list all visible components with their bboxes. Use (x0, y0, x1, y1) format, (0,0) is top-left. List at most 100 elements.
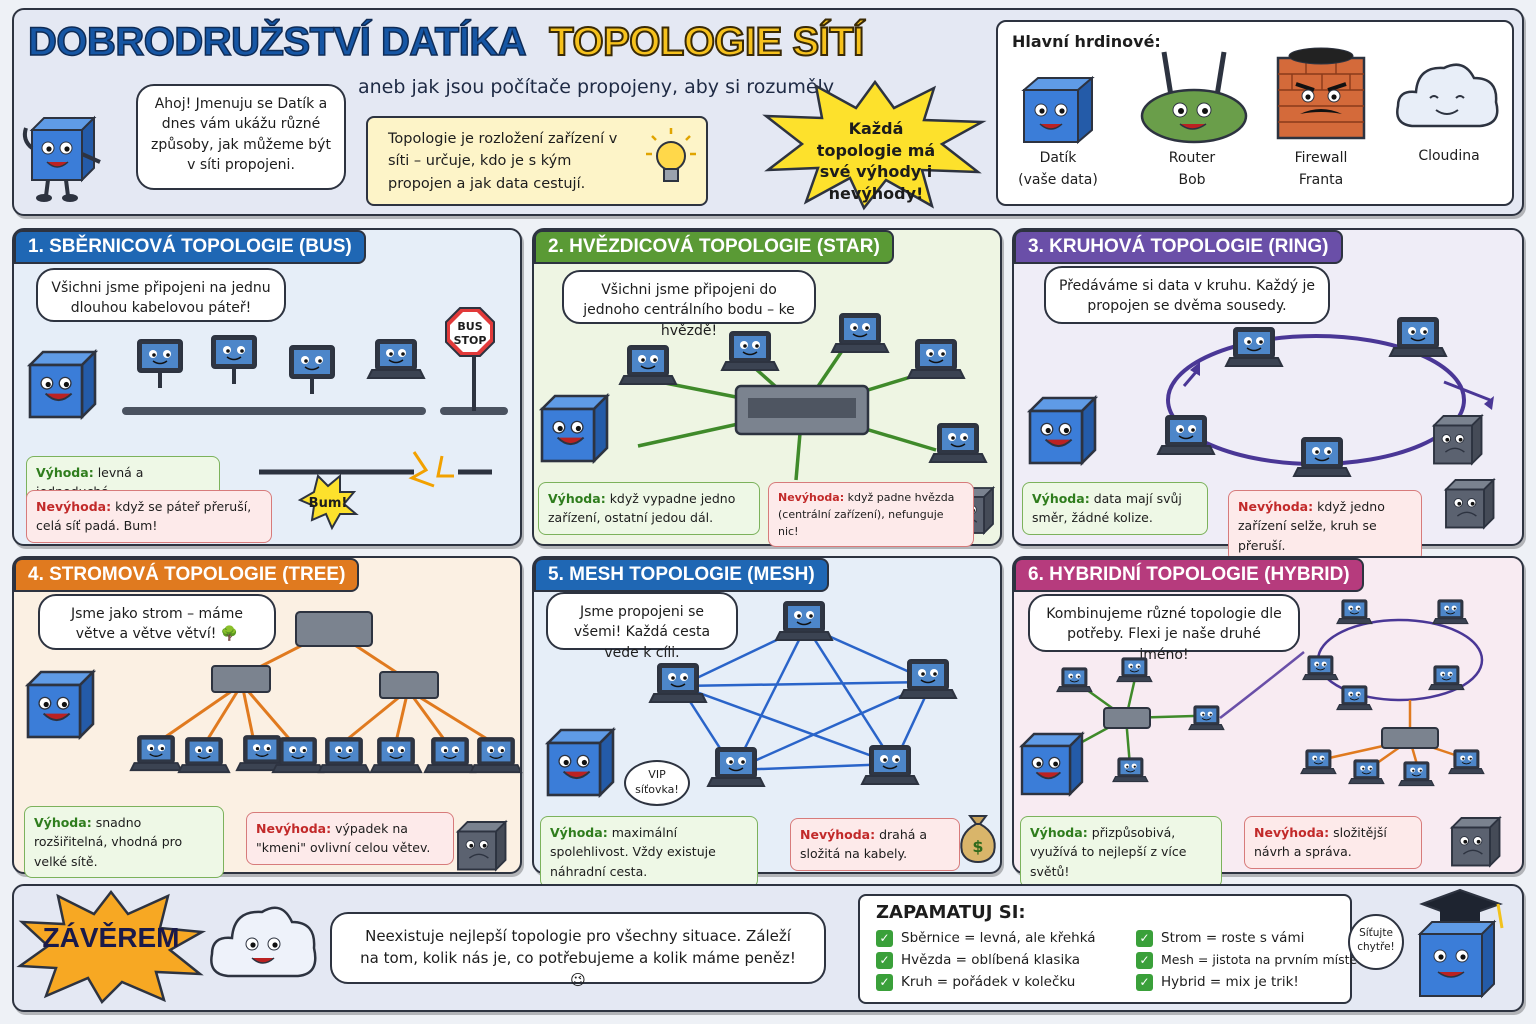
star-good-key: Výhoda: (548, 491, 606, 506)
ring-laptop-3 (1156, 415, 1216, 455)
hybrid-device-12 (1398, 761, 1435, 787)
hybrid-device-7 (1302, 655, 1339, 681)
star-laptop-1 (618, 345, 678, 385)
ring-broken-cube (1431, 413, 1484, 466)
title-part1: DOBRODRUŽSTVÍ DATÍKA (27, 19, 526, 65)
star-laptop-4 (906, 339, 966, 379)
bus-bad-key: Nevýhoda: (36, 499, 112, 514)
star-bad-text: když padne hvězda (centrální zařízení), … (778, 491, 955, 539)
hybrid-good-note: Výhoda: přizpůsobivá, využívá to nejlepš… (1020, 816, 1222, 889)
tree-device-8 (469, 737, 523, 774)
remember-item-6: ✓ Hybrid = mix je trik! (1136, 974, 1299, 991)
ring-bubble: Předáváme si data v kruhu. Každý je prop… (1044, 266, 1330, 324)
mesh-bad-key: Nevýhoda: (800, 827, 876, 842)
svg-text:$: $ (972, 837, 983, 856)
tree-good-note: Výhoda: snadno rozšiřitelná, vhodná pro … (24, 806, 224, 879)
ring-bad-text: když jedno zařízení selže, kruh se přeru… (1238, 499, 1385, 553)
cap-bubble: Síťujte chytře! (1348, 914, 1404, 970)
panel-ring-title: 3. KRUHOVÁ TOPOLOGIE (RING) (1014, 230, 1343, 264)
vip-bubble: VIP síťovka! (624, 760, 690, 806)
remember-box (858, 894, 1352, 1004)
check-icon: ✓ (876, 930, 893, 947)
mesh-bad-text: drahá a složitá na kabely. (800, 827, 928, 862)
bus-bad-note: Nevýhoda: když se páteř přeruší, celá sí… (26, 490, 272, 543)
hybrid-bad-text: složitější návrh a správa. (1254, 825, 1387, 860)
conclusion-title: ZÁVĚREM (42, 922, 180, 953)
check-icon: ✓ (1136, 974, 1153, 991)
tree-bubble: Jsme jako strom – máme větve a větve vět… (38, 594, 276, 650)
remember-text-2: Hvězda = oblíbená klasika (901, 952, 1081, 968)
remember-item-1: ✓ Sběrnice = levná, ale křehká (876, 930, 1096, 947)
money-bag-icon: $ (960, 815, 996, 864)
hero-datik-sub: (vaše data) (1018, 172, 1098, 188)
tree-diagram (24, 611, 523, 872)
ring-laptop-1 (1224, 327, 1284, 367)
star-laptop-5 (928, 423, 988, 463)
bus-bum-label: Bum! (309, 496, 348, 511)
hybrid-device-8 (1428, 665, 1465, 691)
bus-bubble: Všichni jsme připojeni na jednu dlouhou … (36, 268, 286, 322)
mesh-laptop-3 (898, 659, 958, 699)
hero-datik-name: Datík (1039, 150, 1077, 166)
bus-bad-text: když se páteř přeruší, celá síť padá. Bu… (36, 499, 252, 534)
mesh-good-note: Výhoda: maximální spolehlivost. Vždy exi… (540, 816, 758, 889)
hero-firewall-name: Firewall (1294, 150, 1348, 166)
ring-bad-key: Nevýhoda: (1238, 499, 1314, 514)
definition-text: Topologie je rozložení zařízení v síti –… (388, 131, 618, 192)
remember-item-4: ✓Strom = roste s vámi (1136, 930, 1304, 947)
tree-device-2 (177, 737, 231, 774)
hybrid-diagram (1019, 599, 1502, 868)
hybrid-device-5 (1336, 599, 1373, 625)
tree-device-5 (317, 737, 371, 774)
tree-sad-cube (455, 819, 508, 872)
subtitle: aneb jak jsou počítače propojeny, aby si… (358, 76, 835, 98)
datik-mascot-header (22, 115, 101, 202)
mesh-laptop-1 (774, 601, 834, 641)
tree-bad-note: Nevýhoda: výpadek na "kmeni" ovlivní cel… (246, 812, 454, 865)
star-bad-note: Nevýhoda: když padne hvězda (centrální z… (768, 482, 974, 548)
conclusion-burst (16, 889, 207, 1005)
hero-firewall-sub: Franta (1298, 172, 1344, 188)
hybrid-device-3 (1188, 705, 1225, 731)
mesh-good-key: Výhoda: (550, 825, 608, 840)
ring-laptop-2 (1388, 317, 1448, 357)
ring-good-note: Výhoda: data mají svůj směr, žádné koliz… (1022, 482, 1208, 535)
remember-text-6: Hybrid = mix je trik! (1161, 974, 1299, 990)
check-icon: ✓ (1136, 952, 1153, 969)
remember-item-2: ✓ Hvězda = oblíbená klasika (876, 952, 1080, 969)
check-icon: ✓ (876, 952, 893, 969)
hybrid-device-1 (1056, 667, 1093, 693)
tree-bad-text: výpadek na "kmeni" ovlivní celou větev. (256, 821, 431, 856)
panel-hybrid-title: 6. HYBRIDNÍ TOPOLOGIE (HYBRID) (1014, 558, 1364, 592)
cloudina-conclusion-icon (210, 906, 317, 978)
conclusion-bubble: Neexistuje nejlepší topologie pro všechn… (330, 912, 826, 989)
cloudina-icon (1396, 63, 1499, 128)
tree-device-4 (271, 737, 325, 774)
mesh-bad-note: Nevýhoda: drahá a složitá na kabely. (790, 818, 960, 871)
hybrid-device-13 (1448, 749, 1485, 775)
check-icon: ✓ (1136, 930, 1153, 947)
bus-computer-3 (289, 345, 335, 394)
bus-computer-2 (211, 335, 257, 384)
star-bad-key: Nevýhoda: (778, 491, 845, 504)
ring-diagram (1026, 317, 1496, 530)
datik-hybrid-mascot (1019, 731, 1085, 797)
ring-bad-note: Nevýhoda: když jedno zařízení selže, kru… (1228, 490, 1422, 563)
hero-cloudina-name: Cloudina (1418, 148, 1480, 164)
bus-laptop-4 (366, 339, 426, 379)
vip-label: VIP (648, 768, 666, 781)
mesh-laptop-4 (706, 747, 766, 787)
datik-mesh-mascot (544, 726, 617, 799)
hybrid-bad-note: Nevýhoda: složitější návrh a správa. (1244, 816, 1422, 869)
mesh-good-text: maximální spolehlivost. Vždy existuje ná… (550, 825, 716, 879)
ring-good-text: data mají svůj směr, žádné kolize. (1032, 491, 1182, 526)
title-part2: TOPOLOGIE SÍTÍ (548, 19, 865, 65)
remember-title: ZAPAMATUJ SI: (876, 902, 1026, 923)
mesh-laptop-2 (648, 663, 708, 703)
datik-hero-icon (1021, 75, 1095, 145)
remember-text-1: Sběrnice = levná, ale křehká (901, 930, 1096, 946)
heroes-title: Hlavní hrdinové: (1012, 32, 1161, 51)
remember-text-3: Kruh = pořádek v kolečku (901, 974, 1076, 990)
router-bob-icon (1140, 51, 1248, 144)
ring-laptop-4 (1292, 437, 1352, 477)
